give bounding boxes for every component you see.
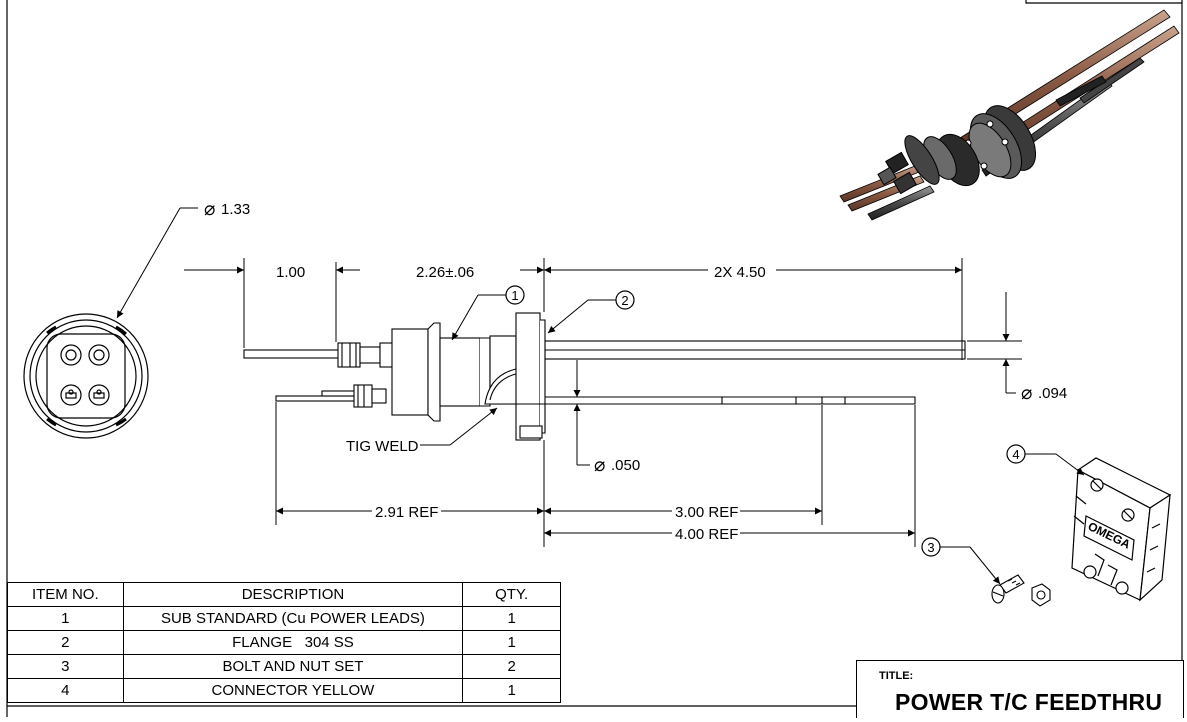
dim-ref-b: 3.00 REF: [675, 504, 738, 521]
bom-description: SUB STANDARD (Cu POWER LEADS): [122, 606, 464, 631]
drawing-title: POWER T/C FEEDTHRU: [895, 689, 1163, 715]
bom-qty: 1: [462, 678, 561, 703]
diameter-symbol: ⌀: [594, 455, 605, 476]
bom-description: CONNECTOR YELLOW: [122, 678, 464, 703]
dim-length-a: 1.00: [276, 264, 305, 281]
balloon-4-label: 4: [1012, 447, 1019, 462]
isometric-view: [839, 9, 1180, 221]
lower-lead-right: [545, 396, 916, 405]
end-view: [23, 313, 149, 439]
bom-qty: 1: [462, 630, 561, 655]
balloon-1: 1: [451, 285, 525, 341]
bom-item-number: 2: [7, 630, 124, 655]
bom-header-item: ITEM NO.: [7, 582, 124, 607]
dimension-text-bottom: 2.91 REF 3.00 REF 4.00 REF: [375, 504, 738, 543]
diameter-symbol: ⌀: [204, 199, 215, 220]
bom-row: 2 FLANGE 304 SS 1: [7, 630, 561, 655]
bom-item-number: 4: [7, 678, 124, 703]
dim-ref-c: 4.00 REF: [675, 526, 738, 543]
bolt-nut-drawing: [991, 574, 1051, 607]
dim-length-b: 2.26±.06: [416, 264, 474, 281]
dimension-lines-top: [184, 258, 1022, 466]
bom-description: FLANGE 304 SS: [122, 630, 464, 655]
pin-holes: [60, 344, 110, 406]
tig-weld-callout: TIG WELD: [346, 407, 498, 455]
sheet-border: [6, 0, 1183, 717]
feedthru-body: [391, 328, 429, 416]
bom-qty: 1: [462, 606, 561, 631]
bom-qty: 2: [462, 654, 561, 679]
title-block-label: TITLE:: [879, 670, 914, 682]
tig-weld-label: TIG WELD: [346, 438, 419, 455]
connector-drawing: [1071, 457, 1172, 602]
flange: [515, 312, 541, 441]
bom-header-row: ITEM NO. DESCRIPTION QTY.: [7, 582, 561, 607]
dim-lead-diameter-small: .050: [611, 457, 640, 474]
bill-of-materials: ITEM NO. DESCRIPTION QTY. 1 SUB STANDARD…: [7, 582, 561, 703]
balloon-2-label: 2: [621, 293, 628, 308]
dim-length-c: 2X 4.50: [714, 264, 766, 281]
lower-lead-left: [275, 395, 357, 402]
bom-header-description: DESCRIPTION: [122, 582, 464, 607]
side-view-assembly: [243, 312, 966, 441]
balloon-4: 4: [1006, 444, 1085, 476]
dim-ref-a: 2.91 REF: [375, 504, 438, 521]
bom-item-number: 1: [7, 606, 124, 631]
dim-flange-diameter: ⌀ 1.33: [116, 199, 250, 319]
bom-header-qty: QTY.: [462, 582, 561, 607]
diameter-symbol: ⌀: [1021, 383, 1032, 404]
upper-lead-left: [243, 349, 341, 359]
balloon-3: 3: [921, 537, 1001, 585]
balloon-1-label: 1: [511, 288, 518, 303]
bom-row: 4 CONNECTOR YELLOW 1: [7, 678, 561, 703]
bom-row: 1 SUB STANDARD (Cu POWER LEADS) 1: [7, 606, 561, 631]
dim-flange-diameter-text: 1.33: [221, 201, 250, 218]
bom-item-number: 3: [7, 654, 124, 679]
dim-lead-diameter-large: .094: [1038, 385, 1067, 402]
balloon-2: 2: [547, 290, 635, 334]
bom-row: 3 BOLT AND NUT SET 2: [7, 654, 561, 679]
dimension-lines-bottom: [275, 402, 916, 547]
dimension-text-top: 1.00 2.26±.06 2X 4.50 ⌀ .094 ⌀ .050: [276, 264, 1067, 476]
bom-description: BOLT AND NUT SET: [122, 654, 464, 679]
balloon-3-label: 3: [927, 540, 934, 555]
title-block: TITLE: POWER T/C FEEDTHRU: [856, 660, 1184, 718]
